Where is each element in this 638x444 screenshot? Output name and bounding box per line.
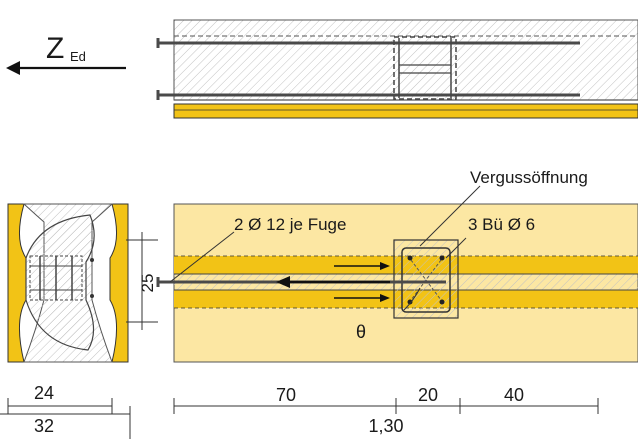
height-dimension [126, 232, 158, 330]
elevation-yellow-band [173, 103, 638, 119]
right-yellow-edge [109, 203, 129, 363]
dim-32: 32 [34, 416, 54, 436]
bars-label: 2 Ø 12 je Fuge [234, 215, 346, 234]
stirrup-cage-elevation [393, 36, 457, 100]
force-subscript: Ed [70, 49, 86, 64]
dim-70: 70 [276, 385, 296, 405]
grout-opening [393, 239, 459, 319]
plan-view [156, 185, 638, 363]
tension-force-arrow [6, 61, 126, 75]
opening-label: Vergussöffnung [470, 168, 588, 187]
stirrups-label: 3 Bü Ø 6 [468, 215, 535, 234]
left-yellow-edge [7, 203, 27, 363]
angle-label: θ [356, 322, 366, 342]
elevation-view [156, 19, 638, 119]
dim-total: 1,30 [368, 416, 403, 436]
stirrup-plan [401, 247, 451, 313]
dim-40: 40 [504, 385, 524, 405]
cross-section-dimensions [0, 398, 131, 439]
dim-20: 20 [418, 385, 438, 405]
cross-section [7, 203, 129, 363]
dim-24: 24 [34, 383, 54, 403]
force-symbol: Z [46, 32, 64, 65]
plan-dimensions [173, 398, 599, 414]
height-label: 25 [138, 274, 157, 293]
